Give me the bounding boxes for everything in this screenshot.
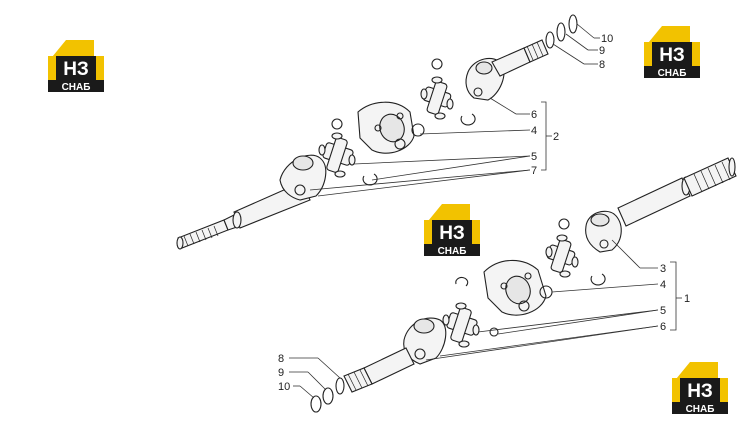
lower-callout-1: 1 <box>684 293 690 305</box>
upper-callout-9: 9 <box>599 45 605 57</box>
lower-yoke-left <box>343 317 447 393</box>
logo-letters: НЗ <box>659 45 685 66</box>
upper-cross-right <box>420 76 454 120</box>
upper-callout-2: 2 <box>553 131 559 143</box>
upper-callout-5: 5 <box>531 151 537 163</box>
upper-callouts: 10 9 8 6 4 2 5 7 <box>309 23 613 197</box>
lower-callout-9: 9 <box>278 367 284 379</box>
logo-top-left: НЗ СНАБ <box>44 34 108 92</box>
upper-housing-4 <box>357 101 425 154</box>
logo-sub: СНАБ <box>438 246 467 256</box>
lower-callout-5: 5 <box>660 305 666 317</box>
upper-yoke-6 <box>465 39 549 101</box>
lower-assembly: 3 4 1 5 6 8 9 10 <box>278 157 737 413</box>
lower-snap-ring-top-right <box>558 218 570 230</box>
lower-snap-ring-5 <box>489 327 499 337</box>
lower-housing <box>483 259 553 316</box>
logo-sub: СНАБ <box>686 404 715 414</box>
upper-callout-7: 7 <box>531 165 537 177</box>
logo-letters: НЗ <box>687 381 713 402</box>
logo-letters: НЗ <box>63 59 89 80</box>
upper-yoke-7 <box>279 154 327 201</box>
upper-left-spline <box>183 225 219 247</box>
lower-callout-3: 3 <box>660 263 666 275</box>
logo-bottom-right: НЗ СНАБ <box>668 356 732 414</box>
lower-right-spline <box>693 161 731 193</box>
upper-snap-ring-top <box>331 118 343 130</box>
lower-left-spline <box>347 369 369 391</box>
logo-top-right: НЗ СНАБ <box>640 20 704 78</box>
lower-washers <box>310 377 345 413</box>
upper-cross-5 <box>318 132 356 178</box>
logo-sub: СНАБ <box>62 82 91 92</box>
upper-assembly: 10 9 8 6 4 2 5 7 <box>176 14 613 250</box>
upper-snap-ring-right <box>460 113 476 126</box>
lower-cross-5 <box>442 302 480 348</box>
upper-right-spline <box>526 41 544 61</box>
logo-sub: СНАБ <box>658 68 687 78</box>
lower-right-axle-shaft <box>617 157 737 227</box>
upper-callout-10: 10 <box>601 33 613 45</box>
lower-callout-8: 8 <box>278 353 284 365</box>
upper-washers <box>545 14 578 49</box>
logo-center: НЗ СНАБ <box>420 198 484 256</box>
upper-snap-ring-top-right <box>431 58 443 70</box>
lower-callouts: 3 4 1 5 6 8 9 10 <box>278 239 690 399</box>
upper-callout-8: 8 <box>599 59 605 71</box>
lower-callout-6: 6 <box>660 321 666 333</box>
logo-letters: НЗ <box>439 223 465 244</box>
lower-callout-4: 4 <box>660 279 666 291</box>
lower-yoke-3 <box>585 210 622 253</box>
lower-snap-ring-top <box>455 276 469 287</box>
upper-callout-4: 4 <box>531 125 537 137</box>
lower-callout-10: 10 <box>278 381 290 393</box>
upper-callout-6: 6 <box>531 109 537 121</box>
lower-snap-ring-right <box>590 273 606 286</box>
lower-cross-right <box>545 234 579 278</box>
